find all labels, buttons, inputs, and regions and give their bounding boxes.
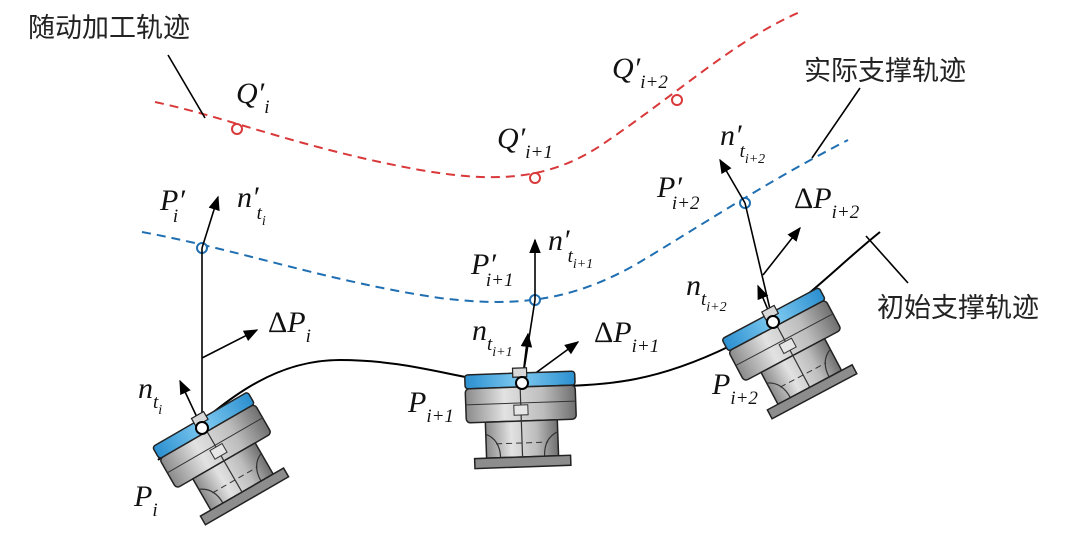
label-actual-support-track: 实际支撑轨迹 <box>804 56 966 87</box>
following-processing-track <box>154 11 801 179</box>
point-q-i2-marker <box>671 94 683 106</box>
label-q-i1: Q′i+1 <box>497 122 553 163</box>
label-dp-i: ΔPi <box>268 306 311 347</box>
label-initial-support-track: 初始支撑轨迹 <box>877 293 1039 324</box>
point-p-i1-marker <box>515 376 529 390</box>
label-pp-i: P′i <box>159 184 185 227</box>
leader-following-track <box>167 54 206 119</box>
line-pi2-to-ppi2 <box>744 202 774 323</box>
point-p-i-marker <box>195 421 209 435</box>
label-np-i1: n′ti+1 <box>548 224 593 272</box>
label-p-i1: Pi+1 <box>407 386 454 427</box>
label-n-i1: nti+1 <box>472 314 513 360</box>
arrow-dp-i2 <box>762 226 801 276</box>
point-q-i-marker <box>231 123 243 135</box>
arrow-np-i <box>201 195 220 249</box>
label-np-i2: n′ti+2 <box>720 119 765 167</box>
label-q-i: Q′i <box>236 77 270 118</box>
label-dp-i2: ΔPi+2 <box>794 182 860 223</box>
arrow-dp-i <box>201 329 259 359</box>
arrow-np-i2 <box>719 158 746 204</box>
leader-actual-track <box>811 87 861 159</box>
label-n-i2: nti+2 <box>686 269 727 315</box>
label-pp-i1: P′i+1 <box>470 248 514 291</box>
leader-initial-track <box>865 235 909 284</box>
point-q-i1-marker <box>529 172 541 184</box>
label-following-track: 随动加工轨迹 <box>28 13 190 44</box>
label-q-i2: Q′i+2 <box>612 52 668 93</box>
label-n-i: nti <box>138 372 162 418</box>
support-unit-i <box>149 386 296 529</box>
point-p-i2-marker <box>766 315 780 329</box>
label-np-i: n′ti <box>237 181 266 229</box>
label-pp-i2: P′i+2 <box>656 171 700 214</box>
label-p-i: Pi <box>133 480 158 521</box>
label-dp-i1: ΔPi+1 <box>594 316 659 357</box>
label-p-i2: Pi+2 <box>711 368 758 409</box>
